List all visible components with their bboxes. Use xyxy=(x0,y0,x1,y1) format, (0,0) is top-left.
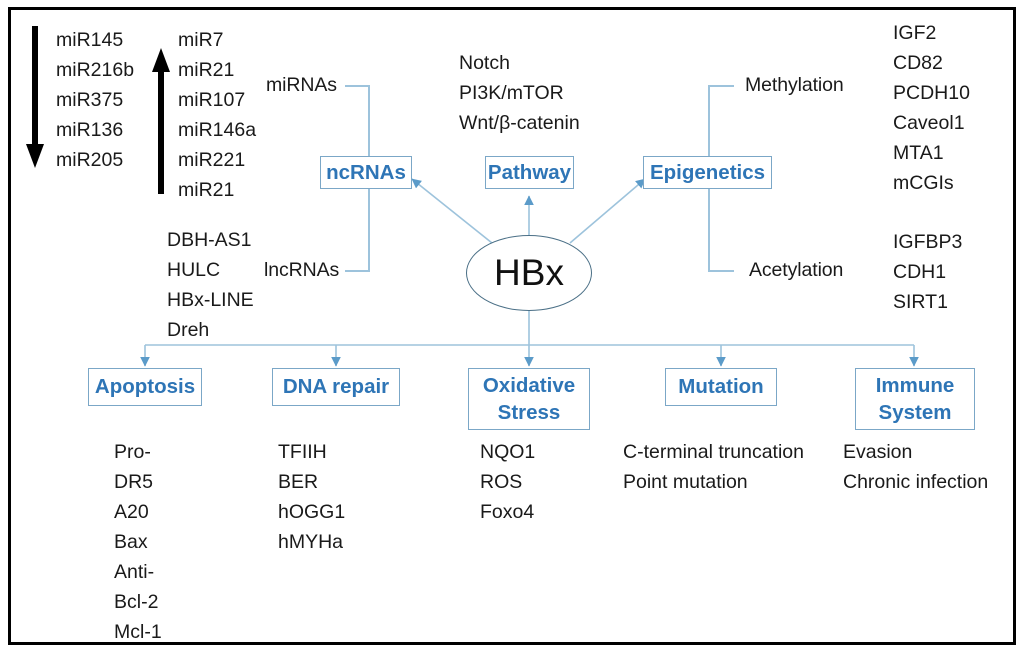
list-item: Pro- xyxy=(114,441,151,463)
list-item: A20 xyxy=(114,501,149,523)
list-item: Mcl-1 xyxy=(114,621,162,643)
list-item: miR221 xyxy=(178,149,246,171)
arrow-hbx-to-ncrnas xyxy=(411,178,493,244)
node-immune-system-line2: System xyxy=(878,401,952,424)
list-item: miR7 xyxy=(178,29,224,51)
ncrnas-bracket-arm-lncrnas xyxy=(345,270,370,272)
node-dna-repair[interactable]: DNA repair xyxy=(272,368,400,406)
epigenetics-bracket-arm-acetylation xyxy=(708,270,734,272)
methylation-items-list: IGF2 CD82 PCDH10 Caveol1 MTA1 mCGIs xyxy=(893,18,970,198)
list-item: SIRT1 xyxy=(893,291,948,313)
list-item: IGFBP3 xyxy=(893,231,963,253)
list-item: miR136 xyxy=(56,119,124,141)
downregulated-mirna-list: miR145 miR216b miR375 miR136 miR205 xyxy=(56,25,134,175)
list-item: IGF2 xyxy=(893,22,937,44)
list-item: MTA1 xyxy=(893,142,944,164)
list-item: Caveol1 xyxy=(893,112,965,134)
pathway-items-list: Notch PI3K/mTOR Wnt/β-catenin xyxy=(459,48,580,138)
lncrnas-branch-label: lncRNAs xyxy=(264,259,340,281)
epigenetics-bracket-arm-methylation xyxy=(708,85,734,87)
list-item: miR145 xyxy=(56,29,124,51)
list-item: Chronic infection xyxy=(843,471,989,493)
list-item: Point mutation xyxy=(623,471,748,493)
list-item: DR5 xyxy=(114,471,154,493)
list-item: ROS xyxy=(480,471,523,493)
node-pathway[interactable]: Pathway xyxy=(485,156,574,189)
immune-system-items-list: Evasion Chronic infection xyxy=(843,437,988,497)
up-arrow-icon xyxy=(152,48,170,194)
list-item: Bcl-2 xyxy=(114,591,159,613)
list-item: BER xyxy=(278,471,319,493)
list-item: HBx-LINE xyxy=(167,289,254,311)
node-hbx[interactable]: HBx xyxy=(466,235,592,311)
node-mutation[interactable]: Mutation xyxy=(665,368,777,406)
arrow-hbx-to-epigenetics xyxy=(569,178,646,244)
list-item: miR107 xyxy=(178,89,246,111)
acetylation-items-list: IGFBP3 CDH1 SIRT1 xyxy=(893,227,962,317)
list-item: PCDH10 xyxy=(893,82,970,104)
node-oxidative-stress[interactable]: Oxidative Stress xyxy=(468,368,590,430)
node-immune-system[interactable]: Immune System xyxy=(855,368,975,430)
ncrnas-bracket-arm-mirnas xyxy=(345,85,370,87)
node-oxidative-stress-line2: Stress xyxy=(497,401,561,424)
list-item: miR21 xyxy=(178,59,235,81)
list-item: NQO1 xyxy=(480,441,536,463)
list-item: DBH-AS1 xyxy=(167,229,252,251)
list-item: Bax xyxy=(114,531,148,553)
list-item: miR205 xyxy=(56,149,124,171)
node-apoptosis[interactable]: Apoptosis xyxy=(88,368,202,406)
list-item: miR216b xyxy=(56,59,135,81)
list-item: Notch xyxy=(459,52,510,74)
node-immune-system-line1: Immune xyxy=(875,374,955,397)
list-item: miR375 xyxy=(56,89,124,111)
list-item: CD82 xyxy=(893,52,943,74)
list-item: miR146a xyxy=(178,119,257,141)
list-item: Evasion xyxy=(843,441,913,463)
methylation-branch-label: Methylation xyxy=(745,74,844,96)
mutation-items-list: C-terminal truncation Point mutation xyxy=(623,437,804,497)
list-item: mCGIs xyxy=(893,172,954,194)
list-item: hOGG1 xyxy=(278,501,346,523)
list-item: TFIIH xyxy=(278,441,327,463)
acetylation-branch-label: Acetylation xyxy=(749,259,844,281)
list-item: CDH1 xyxy=(893,261,947,283)
lncrna-items-list: DBH-AS1 HULC HBx-LINE Dreh xyxy=(167,225,254,345)
list-item: Foxo4 xyxy=(480,501,535,523)
list-item: PI3K/mTOR xyxy=(459,82,564,104)
upregulated-mirna-list: miR7 miR21 miR107 miR146a miR221 miR21 xyxy=(178,25,256,205)
dna-repair-items-list: TFIIH BER hOGG1 hMYHa xyxy=(278,437,345,557)
oxidative-stress-items-list: NQO1 ROS Foxo4 xyxy=(480,437,535,527)
list-item: Dreh xyxy=(167,319,210,341)
apoptosis-items-list: Pro- DR5 A20 Bax Anti- Bcl-2 Mcl-1 xyxy=(114,437,162,647)
list-item: Anti- xyxy=(114,561,155,583)
list-item: HULC xyxy=(167,259,221,281)
node-epigenetics[interactable]: Epigenetics xyxy=(643,156,772,189)
node-oxidative-stress-line1: Oxidative xyxy=(482,374,576,397)
list-item: hMYHa xyxy=(278,531,344,553)
list-item: C-terminal truncation xyxy=(623,441,804,463)
mirnas-branch-label: miRNAs xyxy=(266,74,337,96)
list-item: miR21 xyxy=(178,179,235,201)
list-item: Wnt/β-catenin xyxy=(459,112,580,134)
down-arrow-icon xyxy=(26,26,44,168)
node-ncrnas[interactable]: ncRNAs xyxy=(320,156,412,189)
